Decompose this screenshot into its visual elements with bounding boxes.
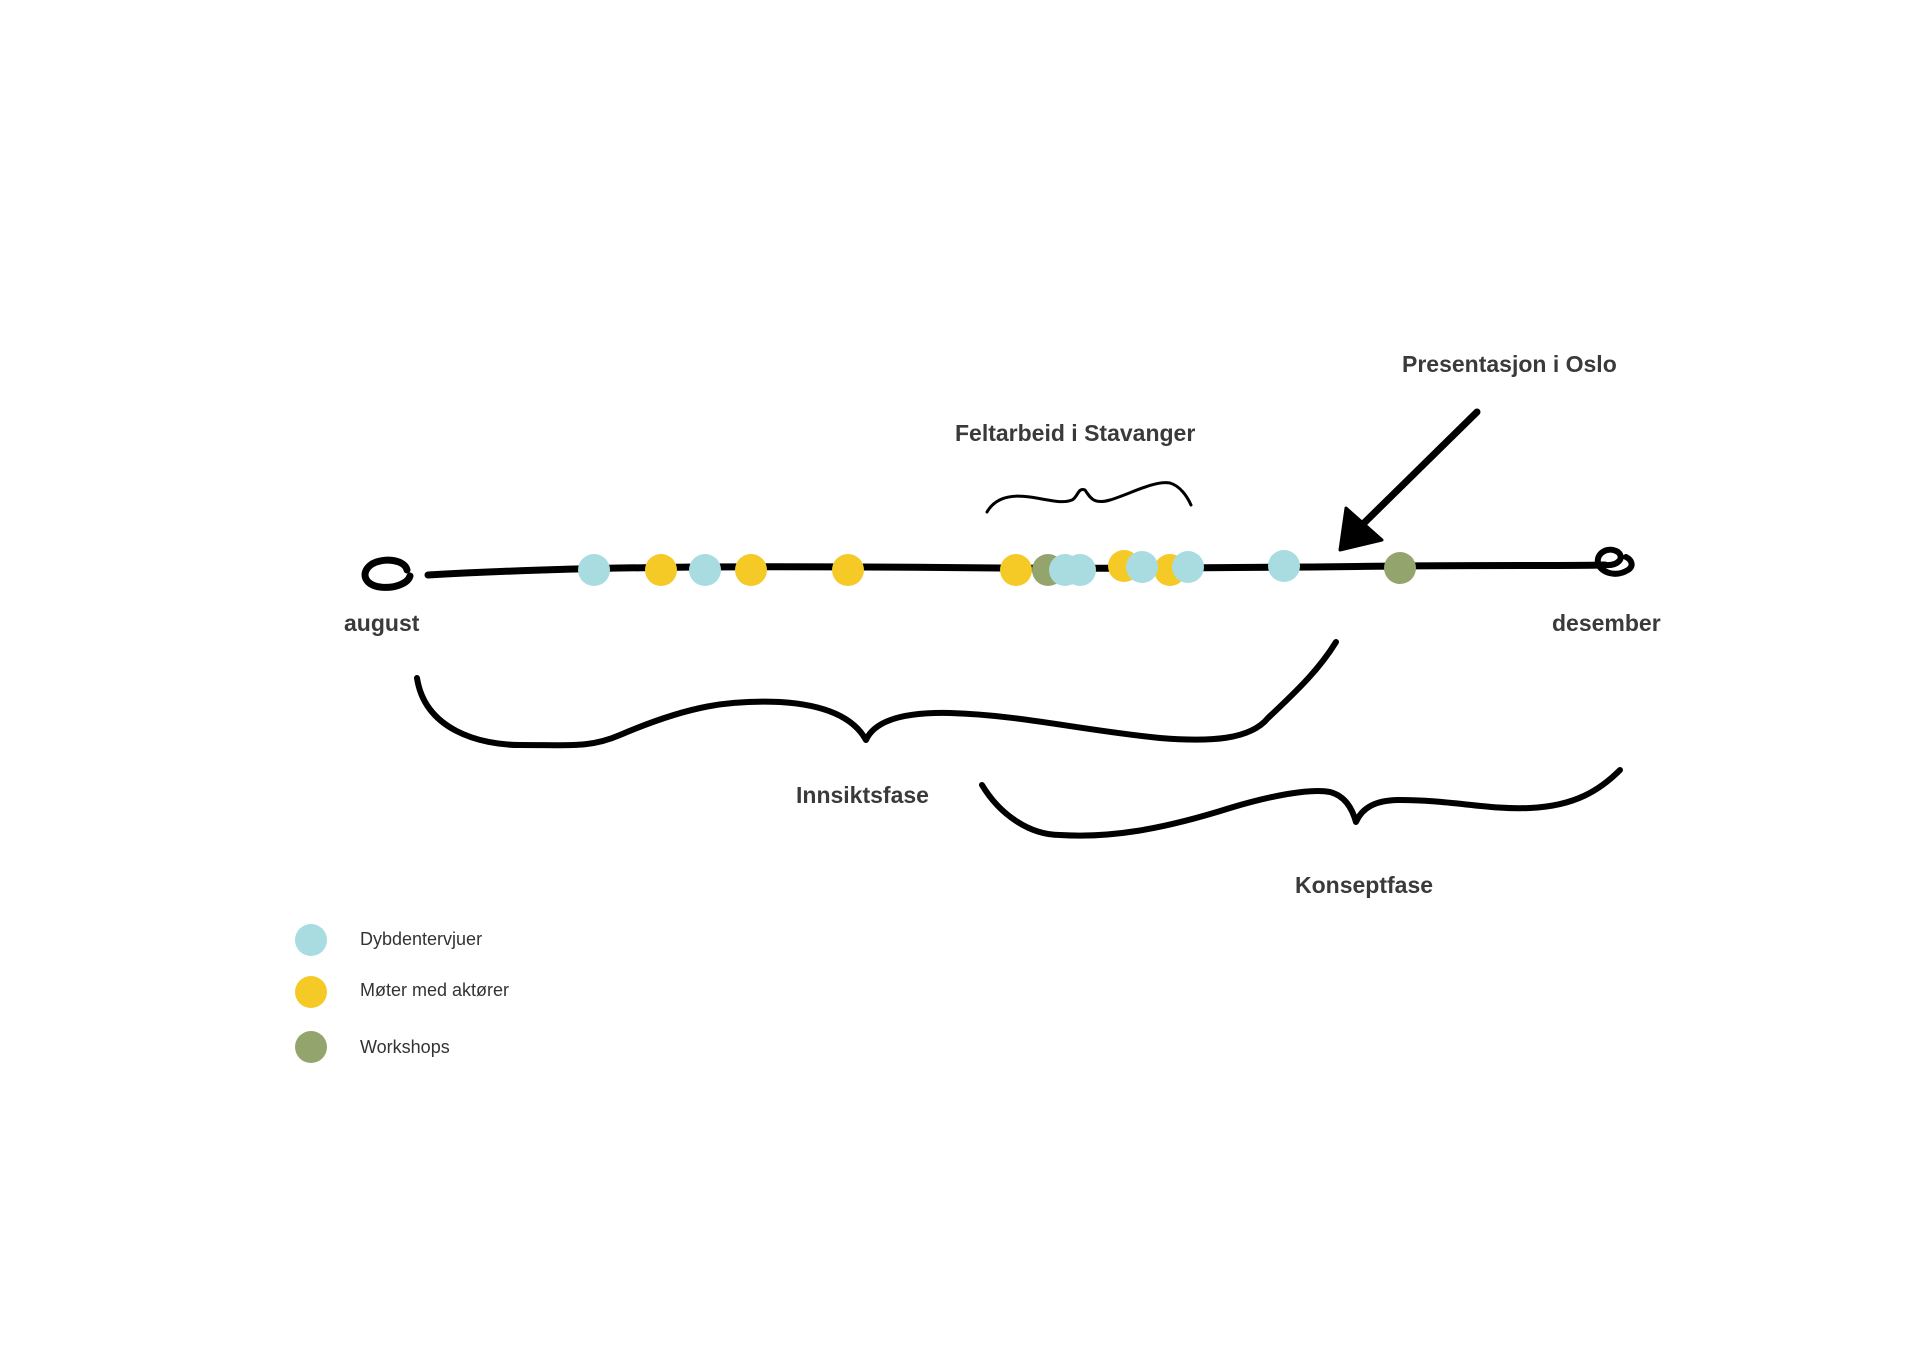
interview-dot [1126, 551, 1158, 583]
legend-label-workshop: Workshops [360, 1037, 450, 1057]
interview-dot [689, 554, 721, 586]
meeting-dot [645, 554, 677, 586]
concept-brace [979, 767, 1623, 839]
start-label: august [344, 610, 420, 636]
interview-dot [1172, 551, 1204, 583]
presentation-label: Presentasjon i Oslo [1402, 351, 1617, 377]
legend-swatches [295, 924, 327, 1063]
legend-swatch-workshop [295, 1031, 327, 1063]
concept-phase-label: Konseptfase [1295, 872, 1434, 898]
event-dots [578, 550, 1416, 586]
arrow-shaft [1356, 408, 1481, 531]
meeting-dot [1000, 554, 1032, 586]
legend-swatch-meeting [295, 976, 327, 1008]
fieldwork-label: Feltarbeid i Stavanger [955, 420, 1196, 446]
start-curl [361, 556, 414, 591]
insight-brace [414, 639, 1339, 749]
end-label: desember [1552, 610, 1661, 636]
end-curl [1594, 546, 1635, 577]
legend-label-meeting: Møter med aktører [360, 980, 510, 1000]
interview-dot [578, 554, 610, 586]
meeting-dot [832, 554, 864, 586]
legend-label-interview: Dybdentervjuer [360, 929, 483, 949]
meeting-dot [735, 554, 767, 586]
fieldwork-brace [985, 481, 1193, 514]
interview-dot [1064, 554, 1096, 586]
interview-dot [1268, 550, 1300, 582]
legend-swatch-interview [295, 924, 327, 956]
arrow-head [1338, 506, 1384, 552]
insight-phase-label: Innsiktsfase [796, 782, 929, 808]
workshop-dot [1384, 552, 1416, 584]
